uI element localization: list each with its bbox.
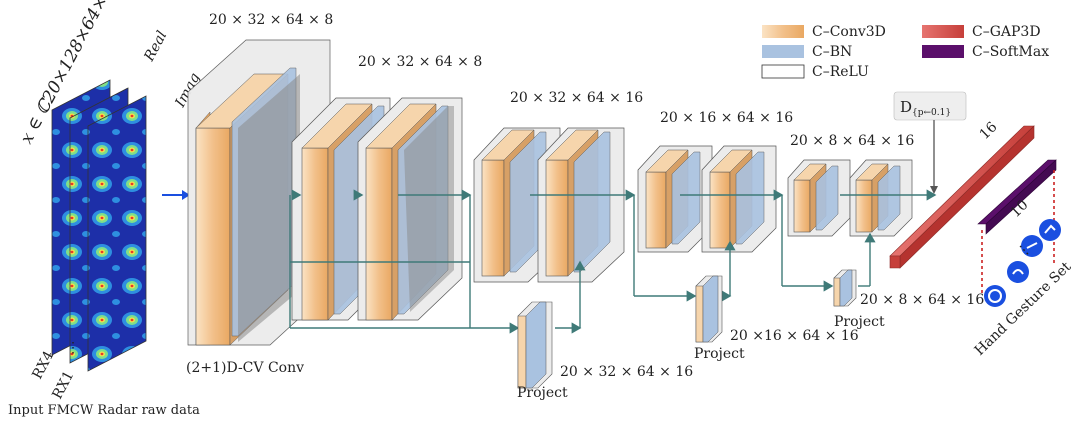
- project1-bn: [525, 301, 547, 389]
- input-radar-stack: [51, 79, 147, 372]
- project-block-1: [517, 301, 553, 389]
- stage4a-conv-layer: [645, 171, 667, 249]
- stage3b-bn-layer: [573, 131, 611, 273]
- stage4b-conv-layer: [709, 171, 731, 249]
- project1-label: Project: [517, 385, 568, 401]
- input-caption: Input FMCW Radar raw data: [8, 403, 200, 418]
- project3-conv: [833, 277, 841, 307]
- gesture-icon-4-glyph: [1044, 224, 1056, 234]
- gesture-icon-2: [1007, 261, 1029, 283]
- stage5-block-b: [849, 159, 913, 237]
- main-flow-lines: [289, 189, 937, 334]
- project2-dim: 20 ×16 × 64 × 16: [730, 328, 859, 344]
- stage4-block-b: [701, 145, 777, 253]
- project1-dim: 20 × 32 × 64 × 16: [560, 364, 693, 380]
- stage5b-conv-layer: [855, 179, 873, 233]
- gap3d-end: [889, 255, 901, 269]
- project2-label: Project: [694, 346, 745, 362]
- project3-bn: [839, 269, 853, 307]
- gesture-icon-2-glyph: [1012, 269, 1024, 275]
- gesture-icon-4: [1039, 219, 1061, 241]
- legend-label-bn: C–BN: [812, 44, 852, 60]
- gap3d-bar: [889, 125, 1035, 269]
- gap3d-size: 16: [977, 119, 1001, 143]
- project-block-2: [695, 275, 723, 343]
- legend-swatch-bn: [762, 45, 804, 58]
- stage2b-shade: [404, 106, 454, 312]
- stage1-shade: [238, 74, 300, 342]
- stage3-dim: 20 × 32 × 64 × 16: [510, 90, 643, 106]
- legend: C–Conv3D C–BN C–ReLU C–GAP3D C–SoftMax: [761, 24, 1049, 80]
- dropout-symbol: D: [900, 98, 912, 116]
- legend-swatch-relu: [761, 64, 805, 79]
- stage4-block-a: [637, 145, 713, 253]
- legend-label-relu: C–ReLU: [812, 64, 869, 80]
- project1-conv: [517, 315, 527, 389]
- stage5b-bn-layer: [877, 165, 901, 231]
- dropout-arrow-head: [930, 186, 938, 194]
- project3-label: Project: [834, 314, 885, 330]
- legend-swatch-gap: [922, 25, 964, 38]
- stage5a-conv-layer: [793, 179, 811, 233]
- stage2b-conv-layer: [365, 147, 393, 321]
- project2-conv: [695, 285, 704, 343]
- legend-swatch-conv: [762, 25, 804, 38]
- rx1-label: RX1: [49, 368, 77, 401]
- gesture-icon-3-glyph: [1026, 242, 1038, 249]
- stage5-dim: 20 × 8 × 64 × 16: [790, 133, 914, 149]
- stage2a-conv-layer: [301, 147, 329, 321]
- dropout-label: D{p←0.1}: [900, 98, 951, 118]
- input-arrow-head: [182, 190, 190, 200]
- stage4-dim: 20 × 16 × 64 × 16: [660, 110, 793, 126]
- stage4b-bn-layer: [735, 151, 765, 245]
- stage5a-bn-layer: [815, 165, 839, 231]
- stage4a-bn-layer: [671, 151, 701, 245]
- project2-bn: [702, 275, 719, 343]
- softmax-side: [985, 159, 1057, 235]
- stage1-block: [187, 39, 331, 346]
- legend-label-gap: C–GAP3D: [972, 24, 1041, 40]
- legend-label-softmax: C–SoftMax: [972, 44, 1049, 60]
- stage3a-conv-layer: [481, 159, 505, 277]
- stage5-block-a: [787, 159, 851, 237]
- radar-frame-imag: [87, 95, 147, 372]
- stage1-conv-layer: [195, 127, 231, 346]
- dropout-box: [893, 91, 967, 121]
- stage2-block-b: [357, 97, 463, 321]
- stage3b-conv-layer: [545, 159, 569, 277]
- softmax-bar: [977, 159, 1057, 235]
- gesture-icon-1: [984, 285, 1006, 307]
- legend-swatch-softmax: [922, 45, 964, 58]
- project-block-3: [833, 269, 857, 307]
- stage3-block-b: [537, 127, 625, 283]
- rx-dots: ⋮: [66, 340, 80, 356]
- legend-label-conv: C–Conv3D: [812, 24, 886, 40]
- dropout-subscript: {p←0.1}: [912, 108, 951, 118]
- stage2-dim: 20 × 32 × 64 × 8: [358, 54, 482, 70]
- gesture-icons: [984, 219, 1061, 307]
- conv-label: (2+1)D-CV Conv: [186, 360, 304, 376]
- project3-dim: 20 × 8 × 64 × 16: [860, 292, 984, 308]
- real-label: Real: [141, 28, 170, 64]
- stage1-dim: 20 × 32 × 64 × 8: [209, 12, 333, 28]
- gesture-icon-1-glyph: [988, 289, 1002, 303]
